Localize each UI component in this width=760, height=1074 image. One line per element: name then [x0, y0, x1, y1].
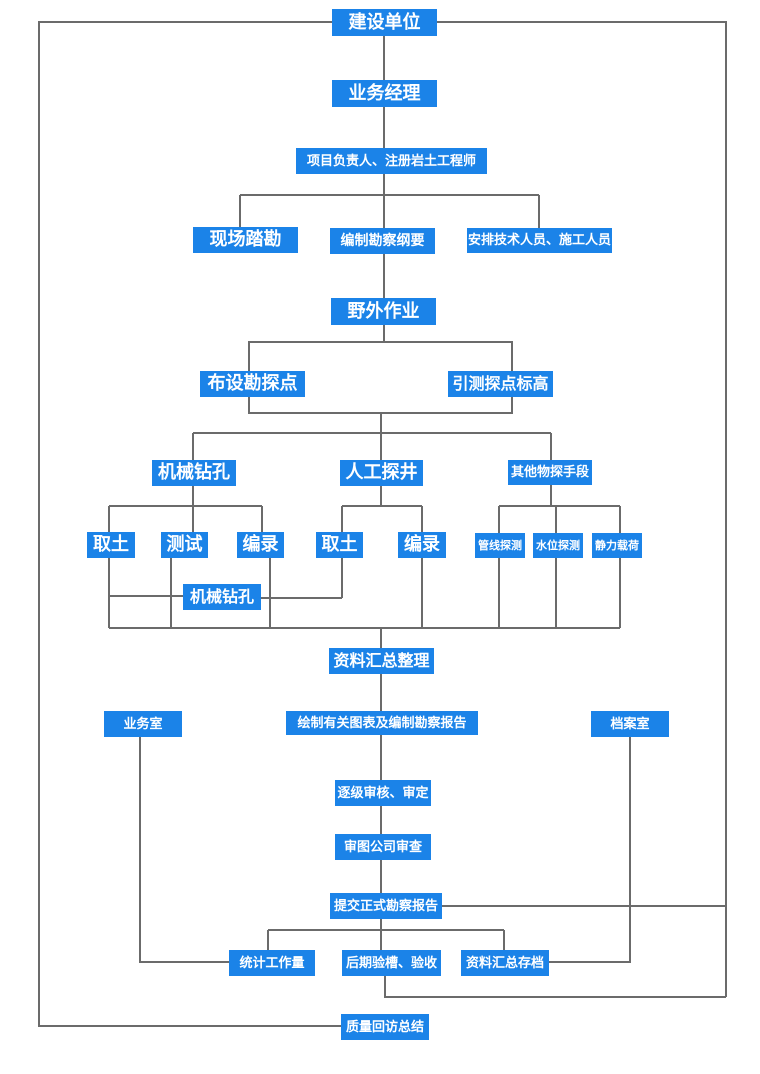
node-bianzhi-gangyao: 编制勘察纲要	[330, 228, 435, 254]
node-qutu1: 取土	[87, 532, 135, 558]
line-outer-right	[384, 21, 727, 997]
node-cundang: 资料汇总存档	[461, 950, 549, 976]
node-xianchang: 现场踏勘	[193, 227, 298, 253]
node-yewujingli: 业务经理	[332, 80, 437, 107]
node-yewushi: 业务室	[104, 711, 182, 737]
node-ziliao-huizong: 资料汇总整理	[329, 648, 434, 674]
node-zhuji: 逐级审核、审定	[335, 780, 431, 806]
node-ceshi: 测试	[161, 532, 208, 558]
node-shuiwei: 水位探测	[533, 533, 583, 558]
node-danganshi: 档案室	[591, 711, 669, 737]
line-yewushi	[139, 723, 268, 963]
line-danganshi	[504, 724, 631, 963]
node-tijiao: 提交正式勘察报告	[330, 893, 442, 919]
node-tongji: 统计工作量	[229, 950, 315, 976]
node-xiangmu: 项目负责人、注册岩土工程师	[296, 148, 487, 174]
node-bianlu1: 编录	[237, 532, 284, 558]
node-yince: 引测探点标高	[448, 371, 553, 397]
node-qutu2: 取土	[316, 532, 363, 558]
node-shentu: 审图公司审查	[335, 834, 431, 860]
node-jixie: 机械钻孔	[152, 460, 236, 486]
line-outer-left	[38, 21, 385, 1027]
node-bianlu2: 编录	[398, 532, 446, 558]
node-rengong: 人工探井	[340, 460, 423, 486]
node-yewai: 野外作业	[331, 298, 436, 325]
node-jixie2: 机械钻孔	[183, 584, 261, 610]
node-houqi: 后期验槽、验收	[342, 950, 441, 976]
node-qita: 其他物探手段	[508, 460, 592, 485]
node-jingli: 静力载荷	[592, 533, 642, 558]
node-huizhi: 绘制有关图表及编制勘察报告	[286, 711, 478, 735]
node-anpai: 安排技术人员、施工人员	[467, 228, 612, 253]
node-bushe: 布设勘探点	[200, 371, 305, 397]
node-guanxian: 管线探测	[475, 533, 525, 558]
node-jianshe: 建设单位	[332, 9, 437, 36]
node-zhiliang: 质量回访总结	[341, 1014, 429, 1040]
